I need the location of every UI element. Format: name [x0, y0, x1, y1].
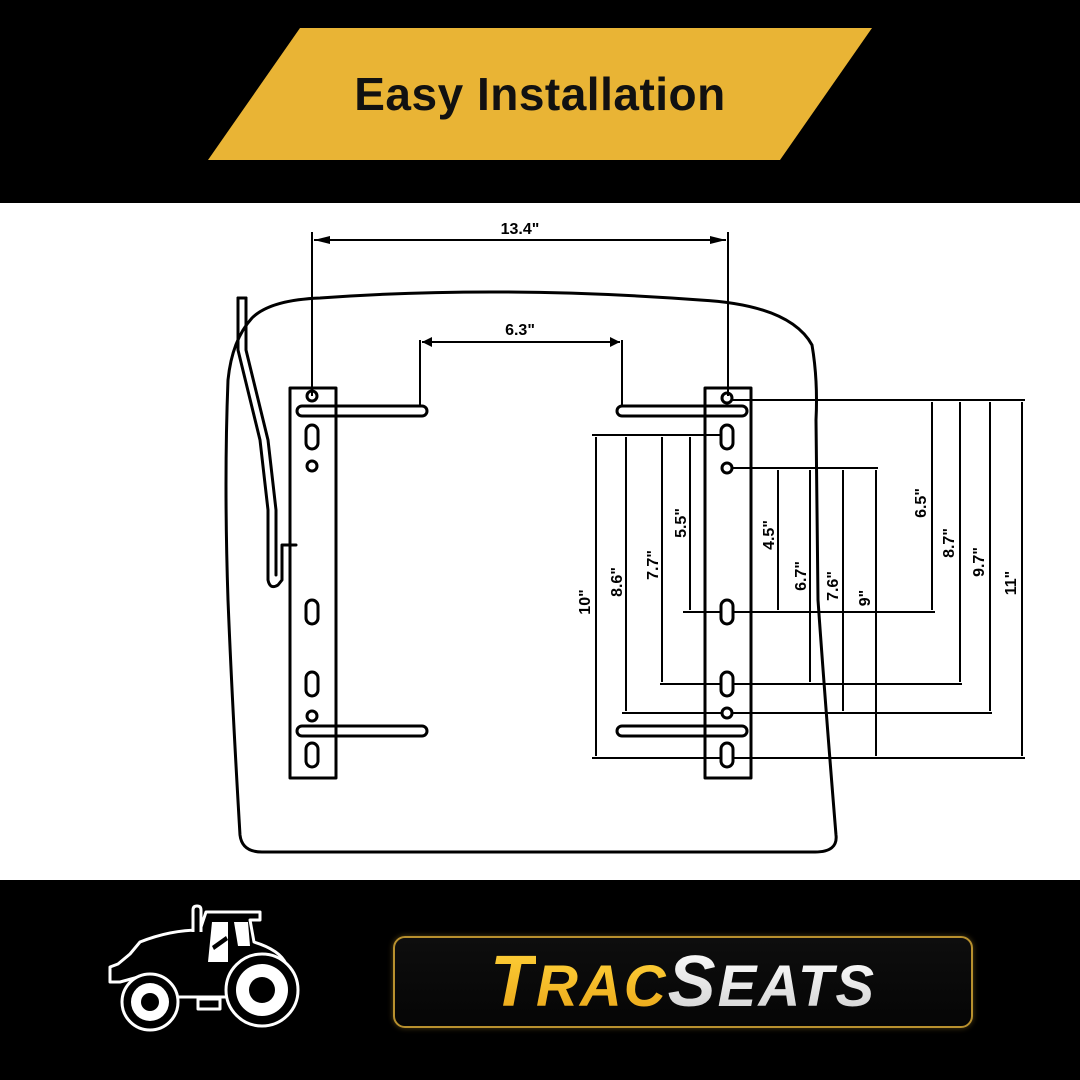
- brand-footer: TRACSEATS: [0, 880, 1080, 1080]
- tracseats-logo: TRACSEATS: [393, 936, 973, 1028]
- dim-middle-4: 9": [857, 590, 874, 606]
- dim-middle-1: 4.5": [761, 520, 778, 550]
- dim-right-1: 6.5": [913, 488, 930, 518]
- dim-left-3: 7.7": [645, 550, 662, 580]
- logo-trac-initial: T: [489, 942, 536, 1022]
- tractor-icon: [108, 904, 300, 1032]
- logo-wordmark: TRACSEATS: [490, 946, 876, 1018]
- dim-right-4: 11": [1003, 571, 1020, 596]
- dimension-diagram: 13.4" 6.3" 10" 8.6" 7.7" 5.5" 4.5" 6.7" …: [0, 203, 1080, 880]
- banner-title: Easy Installation: [354, 68, 726, 120]
- dim-left-4: 5.5": [673, 508, 690, 538]
- banner-shape: [208, 28, 872, 160]
- seat-bracket-drawing: 13.4" 6.3" 10" 8.6" 7.7" 5.5" 4.5" 6.7" …: [224, 221, 1025, 854]
- dim-left-2: 8.6": [609, 567, 626, 597]
- logo-seats-rest: EATS: [717, 954, 877, 1019]
- header-band: Easy Installation: [0, 0, 1080, 203]
- logo-seats-initial: S: [667, 942, 718, 1022]
- dim-right-3: 9.7": [971, 547, 988, 577]
- dim-inner-width: 6.3": [505, 322, 535, 339]
- dim-overall-width: 13.4": [501, 221, 540, 238]
- dim-right-2: 8.7": [941, 528, 958, 558]
- dim-middle-3: 7.6": [825, 571, 842, 601]
- dim-middle-2: 6.7": [793, 561, 810, 591]
- dim-left-1: 10": [577, 589, 594, 614]
- logo-trac-rest: RAC: [535, 954, 668, 1019]
